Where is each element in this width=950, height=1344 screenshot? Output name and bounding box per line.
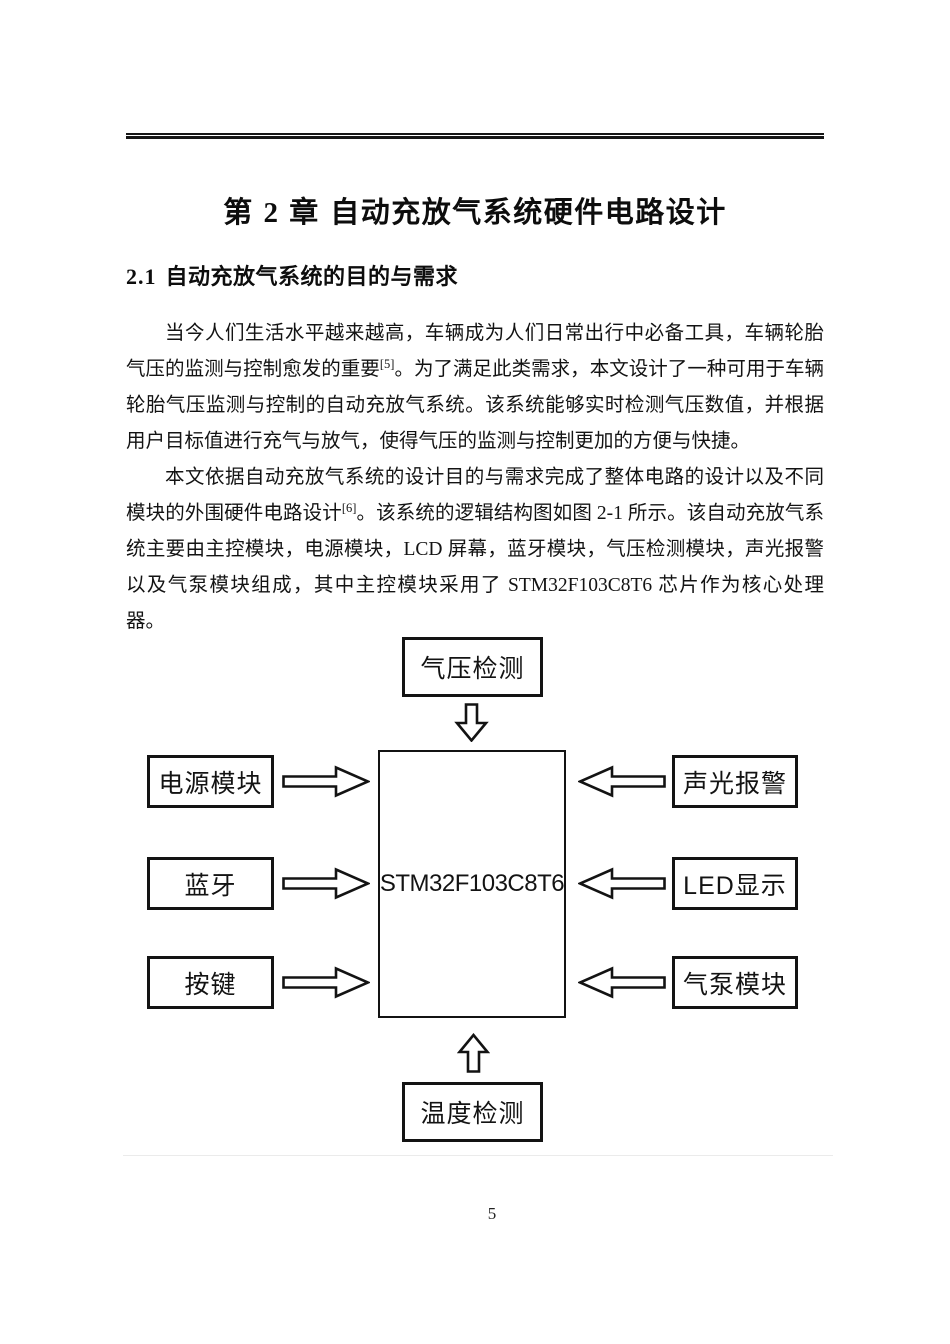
up-arrow-icon — [457, 1033, 490, 1073]
left-arrow-icon — [578, 966, 666, 999]
paragraph-1: 当今人们生活水平越来越高，车辆成为人们日常出行中必备工具，车辆轮胎气压的监测与控… — [126, 316, 824, 460]
down-arrow-icon — [454, 703, 489, 742]
diagram-box-led-display: LED显示 — [672, 857, 798, 910]
right-arrow-icon — [282, 966, 370, 999]
figure-bottom-rule — [123, 1155, 833, 1156]
body-text: 当今人们生活水平越来越高，车辆成为人们日常出行中必备工具，车辆轮胎气压的监测与控… — [126, 316, 824, 640]
right-arrow-icon — [282, 867, 370, 900]
paragraph-1-text: 当今人们生活水平越来越高，车辆成为人们日常出行中必备工具，车辆轮胎气压的监测与控… — [126, 323, 824, 380]
chapter-number: 第 2 章 — [223, 197, 321, 229]
paragraph-2: 本文依据自动充放气系统的设计目的与需求完成了整体电路的设计以及不同模块的外围硬件… — [126, 460, 824, 640]
left-arrow-icon — [578, 867, 666, 900]
left-arrow-icon — [578, 765, 666, 798]
chapter-title: 第 2 章自动充放气系统硬件电路设计 — [0, 189, 950, 231]
right-arrow-icon — [282, 765, 370, 798]
diagram-box-temperature-detect: 温度检测 — [402, 1082, 543, 1142]
diagram-box-buttons: 按键 — [147, 956, 274, 1009]
page-number: 5 — [487, 1204, 497, 1223]
paragraph-2-text: 本文依据自动充放气系统的设计目的与需求完成了整体电路的设计以及不同模块的外围硬件… — [126, 467, 824, 524]
diagram-box-bluetooth: 蓝牙 — [147, 857, 274, 910]
citation-ref-5: [5] — [379, 357, 395, 371]
paragraph-2-text-cont: 。该系统的逻辑结构图如图 2-1 所示。该自动充放气系统主要由主控模块，电源模块… — [126, 503, 824, 632]
chapter-name: 自动充放气系统硬件电路设计 — [330, 197, 727, 229]
section-title: 自动充放气系统的目的与需求 — [165, 264, 459, 289]
paragraph-1-text-cont: 。为了满足此类需求，本文设计了一种可用于车辆轮胎气压监测与控制的自动充放气系统。… — [126, 359, 824, 452]
section-heading: 2.1 自动充放气系统的目的与需求 — [126, 259, 458, 291]
citation-ref-6: [6] — [341, 501, 357, 515]
diagram-box-mcu-chip: STM32F103C8T6 — [378, 750, 566, 1018]
diagram-box-pressure-detect: 气压检测 — [402, 637, 543, 697]
diagram-box-sound-light-alarm: 声光报警 — [672, 755, 798, 808]
diagram-box-power-module: 电源模块 — [147, 755, 274, 808]
header-divider — [126, 133, 824, 139]
section-number: 2.1 — [126, 264, 157, 289]
diagram-box-air-pump-module: 气泵模块 — [672, 956, 798, 1009]
